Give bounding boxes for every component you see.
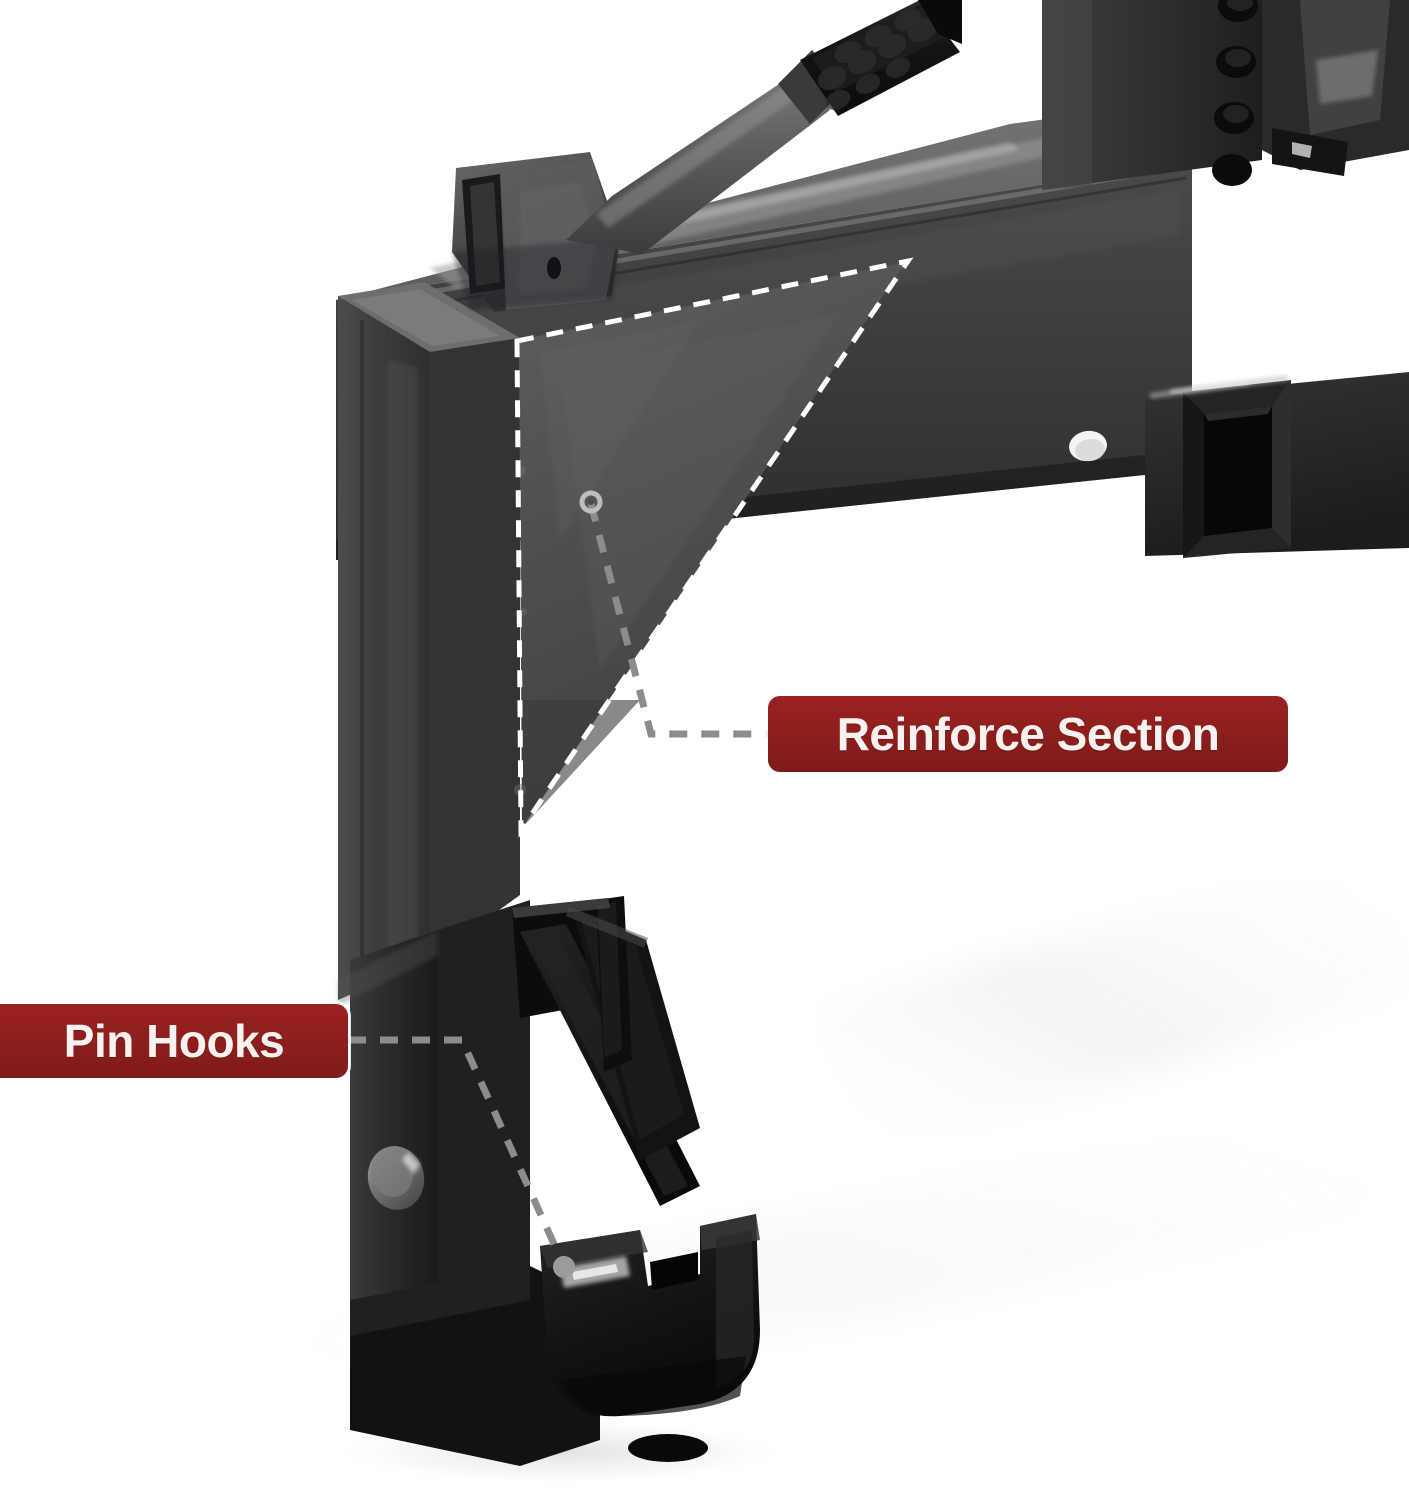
reinforce-anchor-dot (579, 490, 603, 514)
pin-hook-assembly (512, 896, 760, 1417)
callout-label-reinforce-section: Reinforce Section (768, 696, 1288, 772)
receiver-tube (1069, 372, 1409, 558)
pinhooks-leader-line (348, 1036, 575, 1278)
callout-label-pin-hooks: Pin Hooks (0, 1004, 348, 1078)
callout-text-pinhooks: Pin Hooks (63, 1015, 285, 1067)
reinforce-highlight-outline (514, 257, 914, 839)
release-handle-assembly (452, 0, 962, 312)
callout-text-reinforce: Reinforce Section (836, 708, 1220, 760)
pinhooks-anchor-dot (553, 1256, 575, 1278)
pin-hole-column (1042, 0, 1409, 190)
handle-grip (800, 0, 962, 116)
vertical-post (338, 282, 708, 1466)
reinforce-leader-line (579, 490, 768, 738)
pin-hole (1212, 154, 1252, 186)
post-foot (628, 1434, 708, 1462)
